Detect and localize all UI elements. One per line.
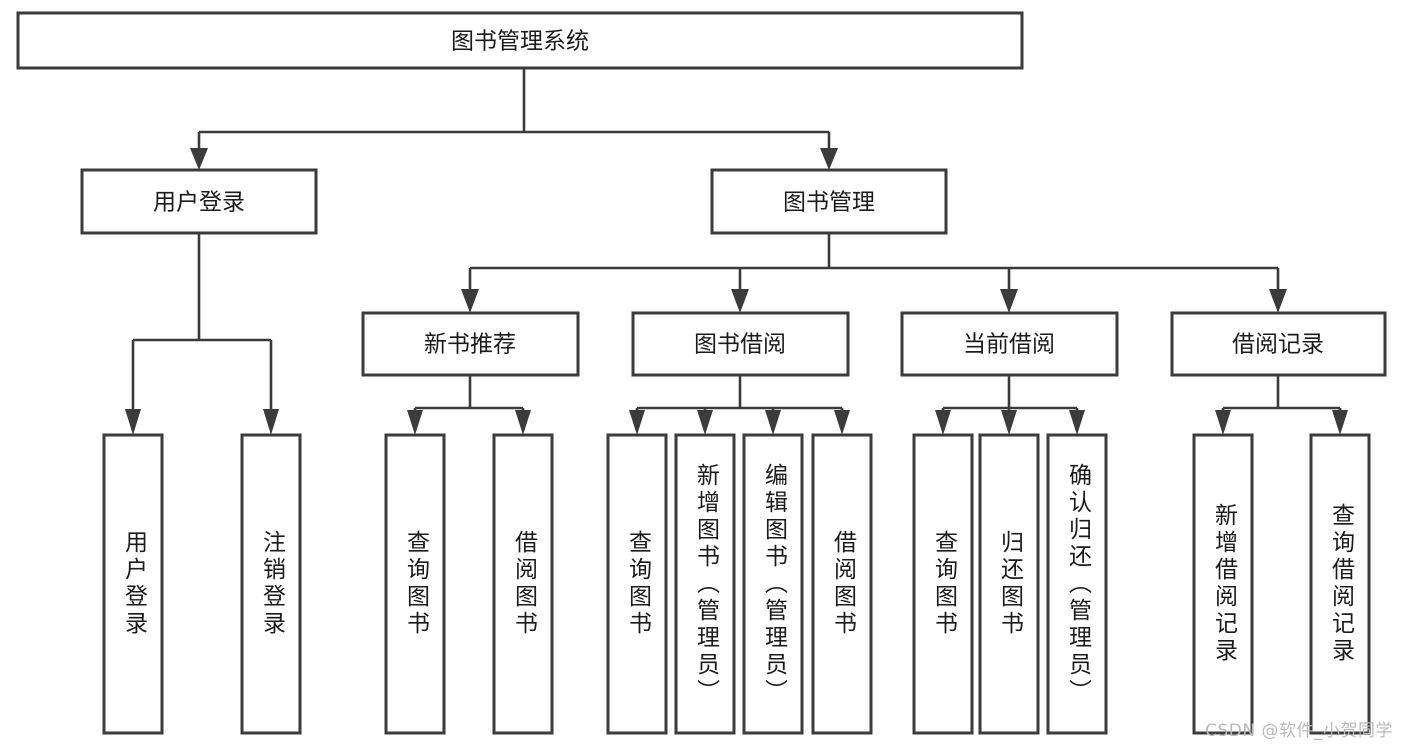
node-user-login-box[interactable] bbox=[80, 168, 318, 235]
node-current-borrow-box[interactable] bbox=[900, 311, 1119, 377]
leaf-box-book-borrow-1[interactable] bbox=[606, 433, 668, 735]
arrow-head-new-book bbox=[461, 289, 479, 313]
leaf-box-current-borrow-1[interactable] bbox=[912, 433, 974, 735]
arrow-head-book-borrow bbox=[731, 289, 749, 313]
node-current-borrow-label: 当前借阅 bbox=[963, 332, 1055, 358]
node-user-login[interactable]: 用户登录 bbox=[80, 168, 318, 235]
leaf-box-borrow-record-2[interactable] bbox=[1309, 433, 1371, 735]
node-current-borrow[interactable]: 当前借阅 bbox=[900, 311, 1119, 377]
arrow-head-leaf-borrow-record-2 bbox=[1332, 410, 1348, 435]
node-root-box[interactable] bbox=[16, 11, 1024, 70]
leaf-box-borrow-record-1[interactable] bbox=[1192, 433, 1254, 735]
node-new-book-recommend-box[interactable] bbox=[361, 311, 580, 377]
arrow-head-borrow-record bbox=[1269, 289, 1287, 313]
node-new-book-recommend-label: 新书推荐 bbox=[424, 332, 516, 358]
arrow-head-leaf-current-borrow-2 bbox=[1001, 410, 1017, 435]
arrow-head-leaf-book-borrow-4 bbox=[834, 410, 850, 435]
node-borrow-record-label: 借阅记录 bbox=[1232, 332, 1324, 358]
arrow-head-leaf-new-book-2 bbox=[515, 410, 531, 435]
leaf-box-new-book-1[interactable] bbox=[384, 433, 446, 735]
arrow-head-leaf-user-login-1 bbox=[125, 409, 141, 435]
node-root[interactable]: 图书管理系统 bbox=[16, 11, 1024, 70]
node-new-book-recommend[interactable]: 新书推荐 bbox=[361, 311, 580, 377]
leaf-box-current-borrow-2[interactable] bbox=[978, 433, 1040, 735]
node-book-borrow[interactable]: 图书借阅 bbox=[631, 311, 850, 377]
arrow-head-user-login bbox=[190, 148, 208, 170]
arrow-head-leaf-new-book-1 bbox=[407, 410, 423, 435]
node-book-manage-label: 图书管理 bbox=[783, 190, 875, 216]
leaf-box-user-login-2[interactable] bbox=[240, 433, 302, 735]
leaf-box-book-borrow-2[interactable] bbox=[674, 433, 736, 735]
arrow-head-leaf-book-borrow-3 bbox=[765, 410, 781, 435]
arrow-head-book-manage bbox=[820, 148, 838, 170]
node-borrow-record[interactable]: 借阅记录 bbox=[1170, 311, 1387, 377]
leaf-box-current-borrow-3[interactable] bbox=[1046, 433, 1108, 735]
leaf-box-layer bbox=[102, 433, 1371, 735]
node-book-manage-box[interactable] bbox=[710, 168, 948, 235]
csdn-watermark: CSDN @软件_小贺同学 bbox=[1205, 721, 1393, 741]
arrow-head-leaf-user-login-2 bbox=[263, 409, 279, 435]
leaf-box-new-book-2[interactable] bbox=[492, 433, 554, 735]
node-root-label: 图书管理系统 bbox=[451, 29, 589, 55]
node-book-borrow-label: 图书借阅 bbox=[694, 332, 786, 358]
node-book-borrow-box[interactable] bbox=[631, 311, 850, 377]
connector-layer bbox=[125, 68, 1348, 435]
arrow-head-leaf-current-borrow-3 bbox=[1069, 410, 1085, 435]
arrow-head-leaf-current-borrow-1 bbox=[935, 410, 951, 435]
node-book-manage[interactable]: 图书管理 bbox=[710, 168, 948, 235]
arrow-head-leaf-book-borrow-2 bbox=[697, 410, 713, 435]
arrow-head-leaf-book-borrow-1 bbox=[629, 410, 645, 435]
leaf-box-book-borrow-4[interactable] bbox=[811, 433, 873, 735]
arrow-head-leaf-borrow-record-1 bbox=[1215, 410, 1231, 435]
arrow-head-current-borrow bbox=[1000, 289, 1018, 313]
node-user-login-label: 用户登录 bbox=[153, 190, 245, 216]
node-borrow-record-box[interactable] bbox=[1170, 311, 1387, 377]
leaf-box-book-borrow-3[interactable] bbox=[742, 433, 804, 735]
leaf-box-user-login-1[interactable] bbox=[102, 433, 164, 735]
